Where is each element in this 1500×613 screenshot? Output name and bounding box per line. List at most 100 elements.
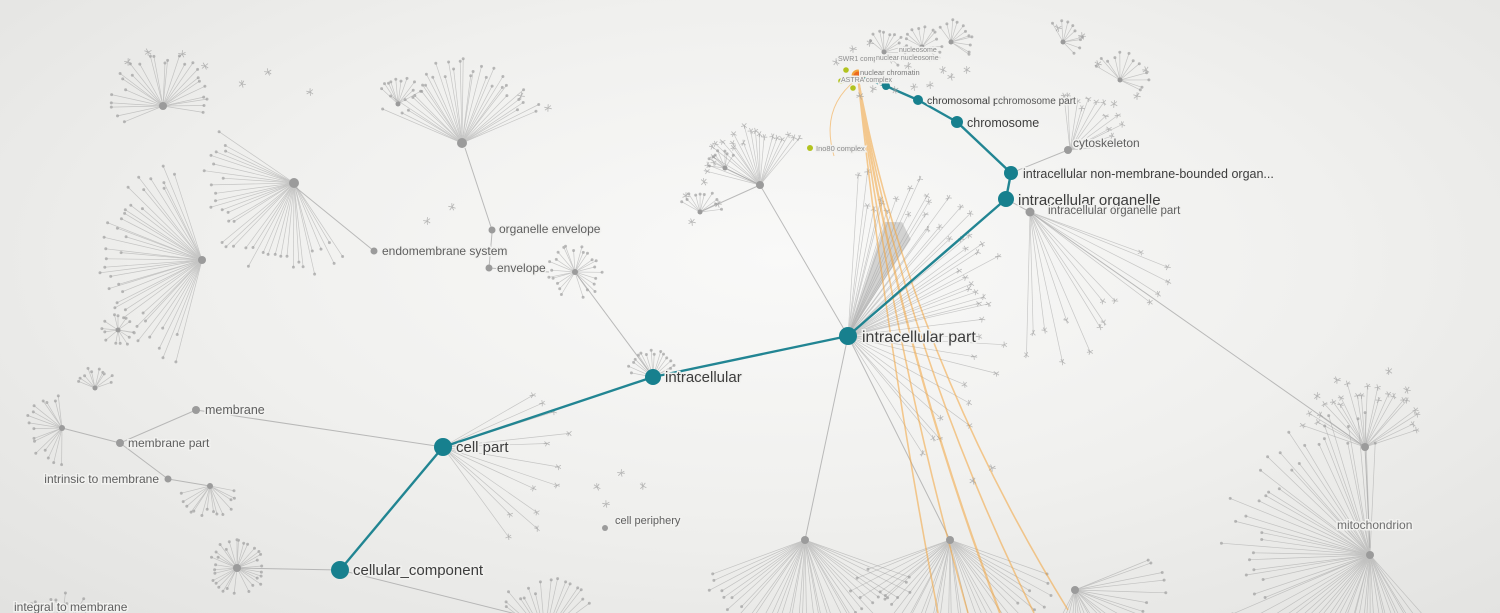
fan-tip-glyphs (904, 25, 944, 60)
fan-tip-glyphs (547, 244, 604, 299)
fan-tip-glyphs (26, 394, 64, 467)
node-apex_19[interactable] (948, 39, 954, 45)
node-cell_periphery_node[interactable] (602, 525, 608, 531)
node-cell_part[interactable] (434, 438, 452, 456)
collapsed-subtree-fan (709, 539, 911, 613)
node-intracellular_organelle[interactable] (998, 191, 1014, 207)
collapsed-subtree-fan (1302, 383, 1418, 448)
fan-tip-glyphs (505, 392, 572, 541)
node-label-endomembrane_system: endomembrane system (382, 244, 507, 258)
node-intracellular[interactable] (645, 369, 661, 385)
fan-tip-glyphs (707, 149, 735, 168)
fan-tip-glyphs (1051, 19, 1085, 55)
node-apex_2[interactable] (289, 178, 299, 188)
collapsed-subtree-fan (850, 539, 1052, 613)
node-green_2[interactable] (838, 78, 844, 84)
collapsed-subtree-fan (706, 125, 800, 186)
collapsed-subtree-fan (505, 578, 590, 613)
fan-tip-glyphs (938, 18, 974, 56)
collapsed-subtree-fan (906, 26, 942, 58)
node-green_1[interactable] (843, 67, 849, 73)
node-intracellular_part[interactable] (839, 327, 857, 345)
fan-tip-glyphs (380, 76, 423, 93)
node-apex_9[interactable] (395, 101, 401, 107)
node-label-envelope: envelope (497, 261, 546, 275)
node-apex_4[interactable] (159, 102, 167, 110)
highlighted-path-edges (339, 74, 1013, 571)
node-label-intracellular: intracellular (665, 369, 742, 386)
node-label-membrane: membrane (205, 403, 265, 417)
node-chromosomal_part[interactable] (913, 95, 923, 105)
free-label: nucleosome (899, 47, 937, 54)
node-apex_3[interactable] (198, 256, 206, 264)
node-organelle_envelope[interactable] (488, 226, 496, 234)
fan-tip-glyphs (30, 591, 95, 608)
node-membrane[interactable] (192, 406, 200, 414)
node-endomembrane_system[interactable] (370, 247, 378, 255)
collapsed-subtree-fan (382, 58, 539, 144)
fan-tip-glyphs (381, 57, 541, 115)
free-label: chromosome part (998, 96, 1076, 107)
node-label-intracellular_part: intracellular part (862, 329, 976, 346)
node-label-chromosome: chromosome (967, 116, 1039, 130)
fan-tip-glyphs (919, 316, 1008, 457)
node-apex_13[interactable] (801, 536, 809, 544)
node-label-cytoskeleton: cytoskeleton (1073, 136, 1140, 150)
collapsed-subtree-fan (1221, 412, 1422, 613)
fan-tip-glyphs (1060, 92, 1130, 149)
node-label-ino80_complex: Ino80 complex (816, 144, 865, 153)
node-apex_21[interactable] (92, 385, 98, 391)
collapsed-subtree-fan (211, 539, 262, 594)
node-apex_15[interactable] (1071, 586, 1079, 594)
fan-tip-glyphs (98, 164, 179, 364)
node-cellular_component[interactable] (331, 561, 349, 579)
node-apex_16[interactable] (1366, 551, 1374, 559)
node-organelle_part[interactable] (1025, 207, 1035, 217)
fan-tip-glyphs (1299, 380, 1421, 434)
node-label-intrinsic_to_membrane: intrinsic to membrane (44, 472, 159, 486)
collapsed-subtree-fan (111, 55, 208, 123)
node-apex_24[interactable] (1060, 39, 1066, 45)
node-apex_17[interactable] (881, 49, 887, 55)
node-envelope[interactable] (485, 264, 493, 272)
collapsed-subtree-fan (101, 314, 135, 345)
node-apex_1[interactable] (457, 138, 467, 148)
node-green_3[interactable] (850, 85, 856, 91)
node-apex_22[interactable] (722, 165, 728, 171)
node-membrane_part[interactable] (116, 439, 124, 447)
node-apex_5[interactable] (756, 181, 764, 189)
fan-tip-glyphs (1141, 558, 1168, 613)
fan-tip-glyphs (1219, 411, 1377, 613)
fan-tip-glyphs (703, 123, 803, 175)
node-apex_18[interactable] (919, 44, 925, 50)
node-selected_node[interactable] (851, 69, 865, 83)
node-apex_20[interactable] (115, 327, 121, 333)
asterisk-cluster-glyphs (124, 24, 1411, 508)
node-apex_6[interactable] (1361, 443, 1369, 451)
node-chromosome[interactable] (951, 116, 963, 128)
node-label-intracellular_organelle: intracellular organelle (1018, 192, 1161, 209)
fan-tip-glyphs (100, 313, 136, 346)
node-label-organelle_envelope: organelle envelope (499, 222, 601, 236)
collapsed-subtree-fan (1096, 52, 1149, 91)
node-apex_7[interactable] (233, 564, 241, 572)
node-apex_8[interactable] (572, 269, 578, 275)
node-apex_12[interactable] (697, 209, 703, 215)
collapsed-subtree-fan (1052, 20, 1083, 54)
fan-tip-glyphs (855, 168, 1002, 308)
node-apex_10[interactable] (59, 425, 65, 431)
node-apex_11[interactable] (207, 483, 213, 489)
node-chromatin_anchor[interactable] (882, 82, 890, 90)
node-apex_23[interactable] (1117, 77, 1123, 83)
node-intracellular_nmb_organelle[interactable] (1004, 166, 1018, 180)
node-cytoskeleton[interactable] (1064, 146, 1072, 154)
node-apex_14[interactable] (946, 536, 954, 544)
collapsed-subtree-fan (27, 395, 63, 465)
free-label: integral to membrane (14, 600, 128, 613)
node-intrinsic_to_membrane[interactable] (164, 475, 172, 483)
fan-tip-glyphs (77, 366, 114, 384)
node-ino80_complex[interactable] (807, 145, 813, 151)
